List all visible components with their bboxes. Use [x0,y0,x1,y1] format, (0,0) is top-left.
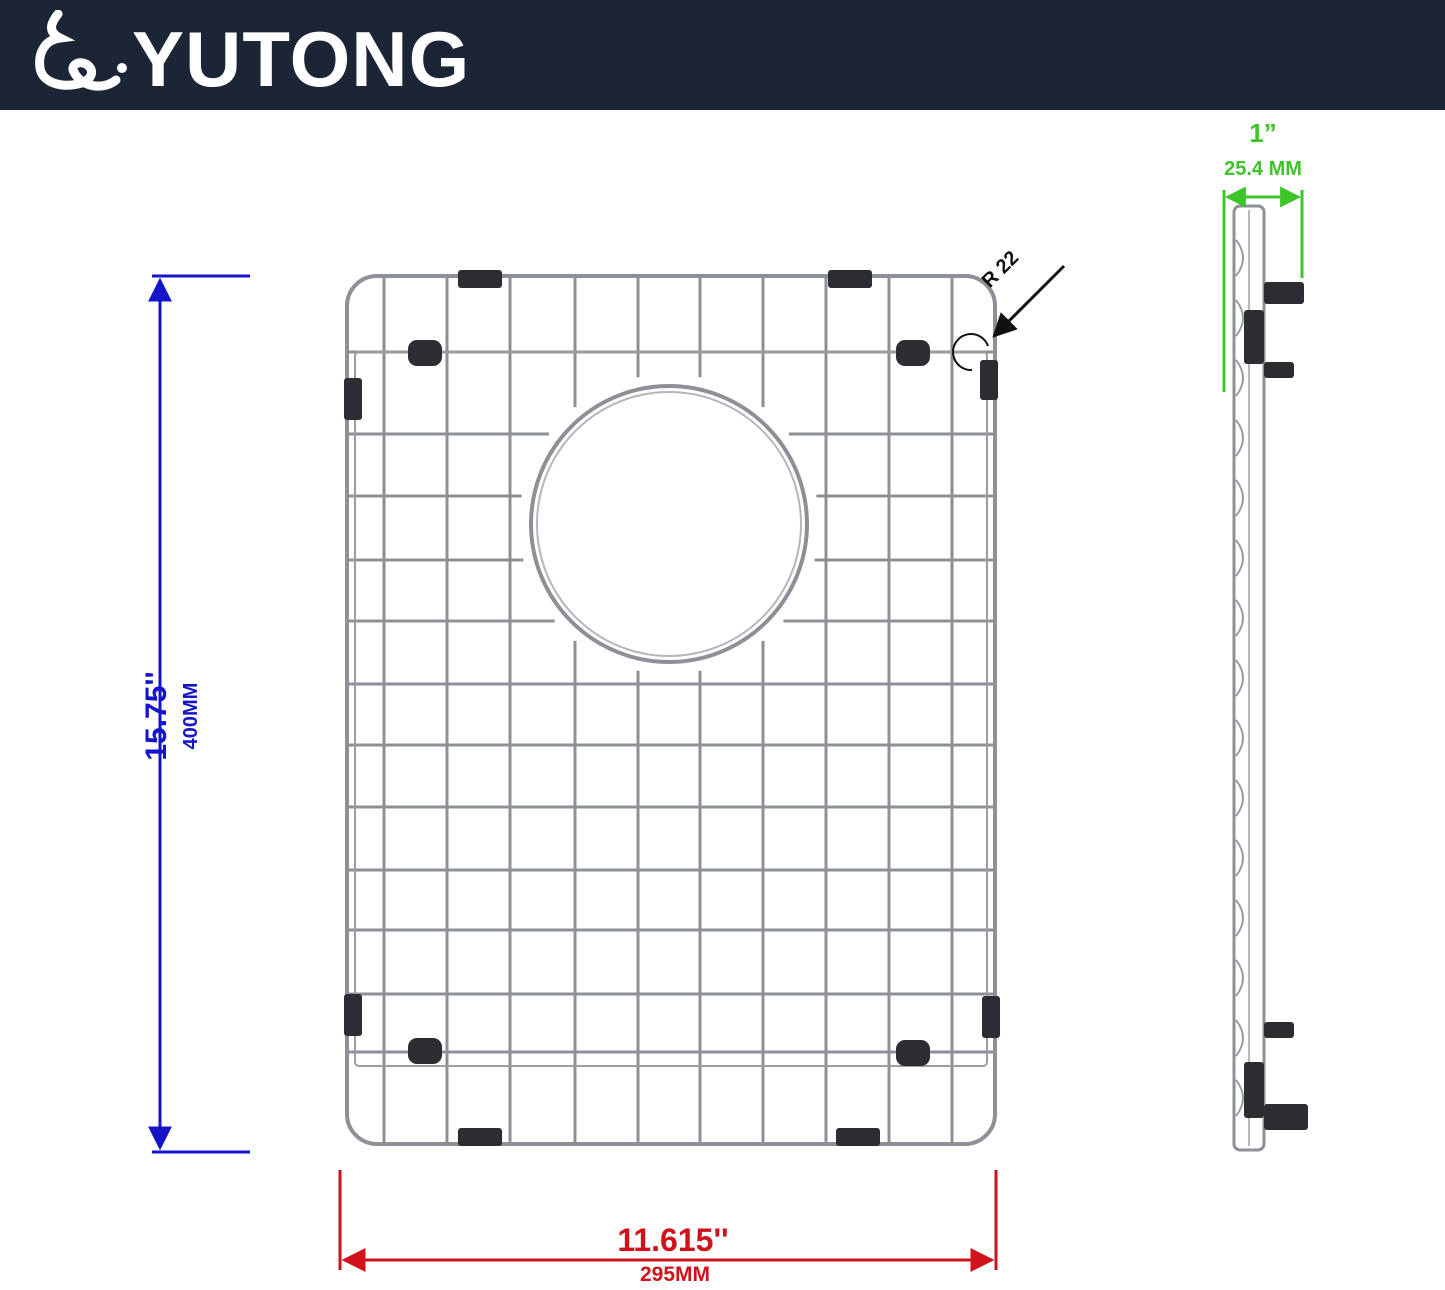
rubber-bumper [458,270,502,288]
side-wire-loop [1235,299,1244,337]
width-inches-label: 11.615'' [617,1222,729,1258]
width-dimension [338,1170,998,1272]
side-wire-loop [1235,419,1244,457]
side-bumper [1244,310,1264,364]
rubber-bumper [836,1128,880,1146]
depth-dimension [1222,186,1304,392]
side-wire-loop [1235,899,1244,937]
drain-hole-inner-ring [536,391,802,657]
side-wire-loop [1235,959,1244,997]
rubber-bumper [828,270,872,288]
height-inches-label: 15.75'' [140,671,173,761]
sink-grid-side-view [1232,204,1308,1152]
side-wire-loop [1235,599,1244,637]
rubber-bumper [344,378,362,420]
rubber-bumper-clip [408,1038,442,1064]
rubber-bumper-clip [896,340,930,366]
rubber-bumper-clip [896,1040,930,1066]
rubber-bumper-clip [408,340,442,366]
side-wire-loop [1235,719,1244,757]
yutong-logo-icon [35,10,127,91]
grid-outer-frame [345,274,997,1146]
side-wire-loop [1235,239,1244,277]
height-dimension [148,274,250,1154]
side-foot [1264,282,1304,304]
sink-grid-top-view [344,270,1000,1146]
side-bumper [1244,1062,1264,1118]
side-wire-loop [1235,1079,1244,1117]
rubber-bumper [344,994,362,1036]
side-wire-loop [1235,359,1244,397]
side-foot [1264,1104,1308,1130]
side-wire-loop [1235,539,1244,577]
side-wire-loop [1235,479,1244,517]
corner-radius-callout [952,264,1066,372]
side-foot [1264,362,1294,378]
grid-inner-frame [354,351,988,1067]
depth-mm-label: 25.4 MM [1224,158,1302,180]
rubber-bumper [980,360,998,400]
height-label-group: 15.75'' 400MM [100,616,240,816]
depth-inches-label: 1” [1249,118,1277,148]
side-wire-loop [1235,659,1244,697]
side-wire-loop [1235,839,1244,877]
width-mm-label: 295MM [639,1263,711,1286]
side-wire-loop [1235,779,1244,817]
brand-name: YUTONG [132,15,471,103]
height-mm-label: 400MM [180,682,202,750]
drain-hole [529,384,809,664]
rubber-bumper [458,1128,502,1146]
side-foot [1264,1022,1294,1038]
header-bar: YUTONG [0,0,1445,110]
rubber-bumper [982,996,1000,1038]
side-wire-loop [1235,1019,1244,1057]
